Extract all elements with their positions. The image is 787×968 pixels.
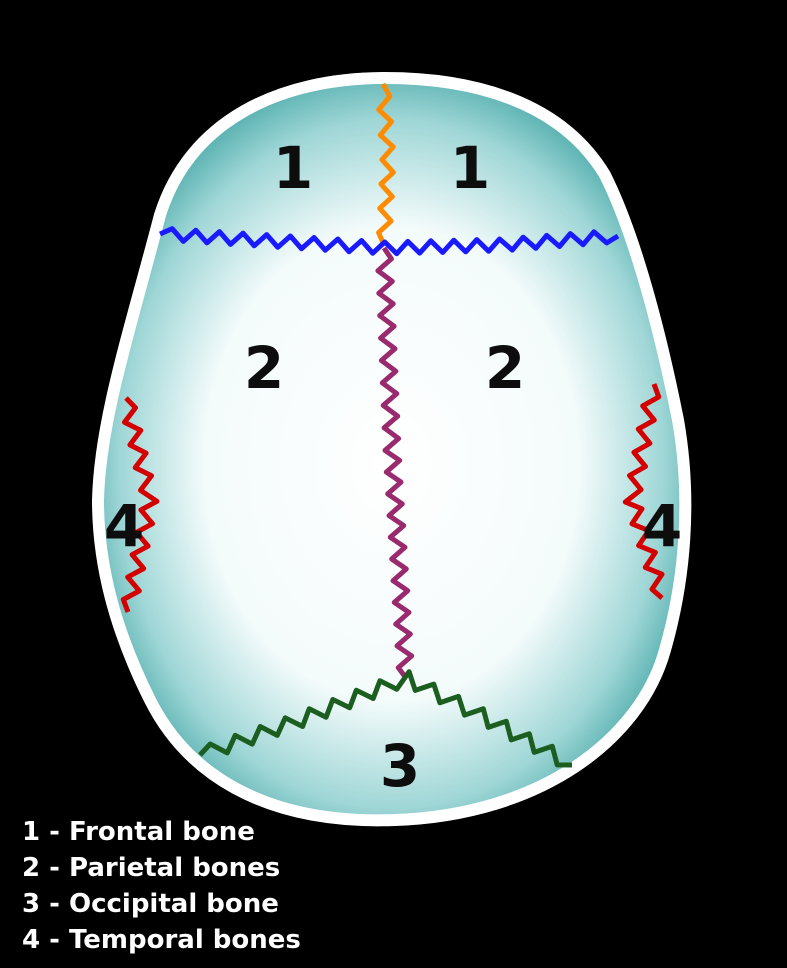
legend-item-parietal: 2 - Parietal bones xyxy=(22,853,281,883)
parietal-bone-number-right: 2 xyxy=(485,334,525,402)
skull-outline xyxy=(92,72,692,827)
sagittal-suture xyxy=(375,246,415,680)
lambdoid-suture xyxy=(198,669,573,768)
parietal-bone-number-left: 2 xyxy=(244,334,284,402)
frontal-bone-number-left: 1 xyxy=(273,134,313,202)
bone-legend: 1 - Frontal bone 2 - Parietal bones 3 - … xyxy=(22,814,301,958)
occipital-bone-number: 3 xyxy=(380,732,420,800)
legend-item-occipital: 3 - Occipital bone xyxy=(22,889,279,919)
frontal-bone-number-right: 1 xyxy=(450,134,490,202)
metopic-suture xyxy=(376,82,396,246)
squamous-suture-left xyxy=(120,396,160,613)
temporal-bone-number-right: 4 xyxy=(642,492,682,560)
squamous-suture-right xyxy=(622,383,665,600)
legend-item-frontal: 1 - Frontal bone xyxy=(22,817,255,847)
temporal-bone-number-left: 4 xyxy=(104,492,144,560)
legend-item-temporal: 4 - Temporal bones xyxy=(22,925,301,955)
coronal-suture xyxy=(159,226,620,257)
